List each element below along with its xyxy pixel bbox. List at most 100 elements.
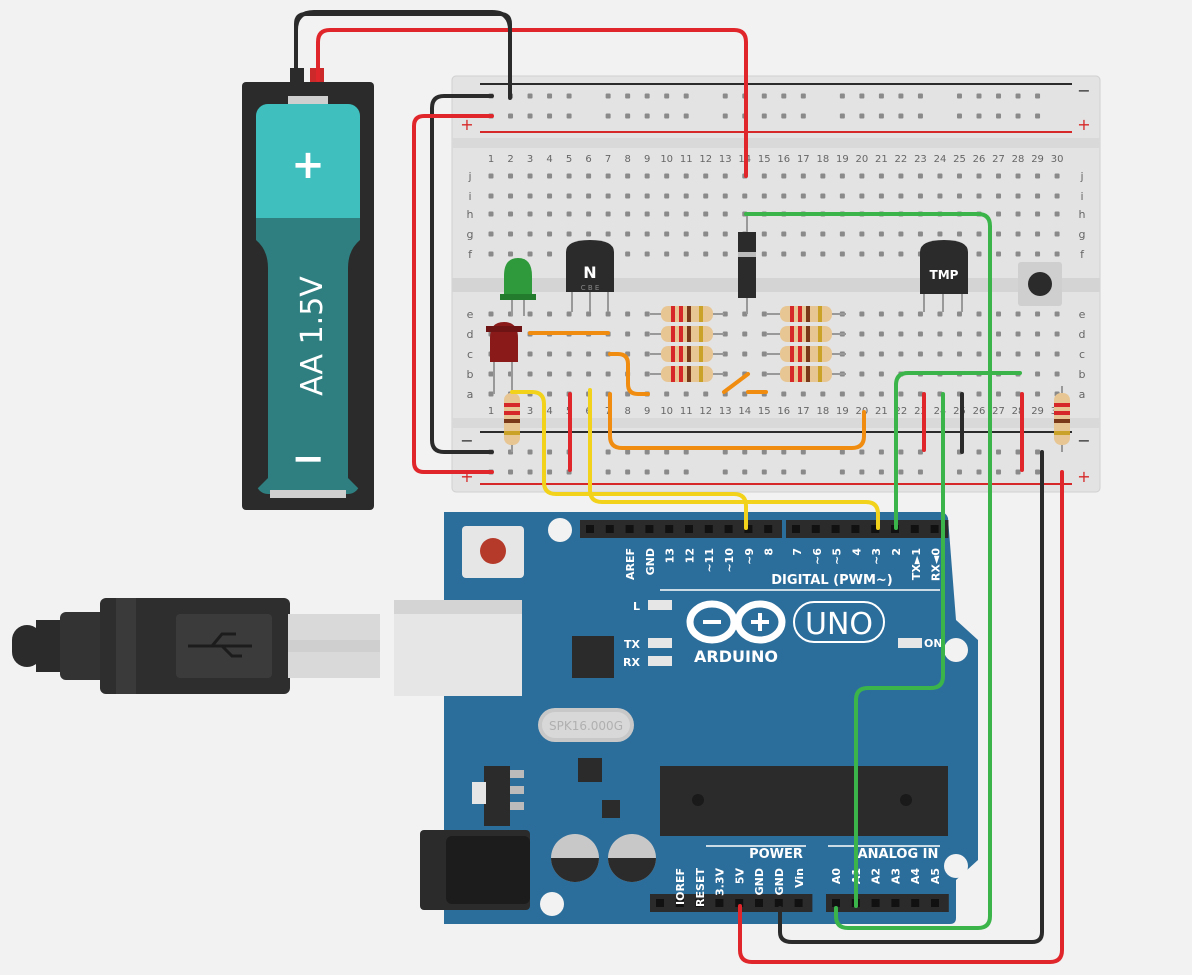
breadboard[interactable]: − + + − − + + 11223344556677889910101111…	[451, 75, 1101, 493]
terminal-hole[interactable]	[859, 311, 865, 317]
rail-hole[interactable]	[1035, 469, 1041, 475]
terminal-hole[interactable]	[1054, 351, 1060, 357]
terminal-hole[interactable]	[664, 211, 670, 217]
terminal-hole[interactable]	[859, 193, 865, 199]
rail-hole[interactable]	[839, 93, 845, 99]
terminal-hole[interactable]	[956, 351, 962, 357]
header-pin[interactable]	[851, 525, 860, 533]
rail-hole[interactable]	[683, 469, 689, 475]
rail-hole[interactable]	[722, 93, 728, 99]
terminal-hole[interactable]	[527, 351, 533, 357]
terminal-hole[interactable]	[976, 173, 982, 179]
rail-hole[interactable]	[956, 469, 962, 475]
rail-hole[interactable]	[547, 469, 553, 475]
terminal-hole[interactable]	[976, 311, 982, 317]
terminal-hole[interactable]	[586, 351, 592, 357]
terminal-hole[interactable]	[527, 371, 533, 377]
header-pin[interactable]	[910, 525, 919, 533]
terminal-hole[interactable]	[566, 231, 572, 237]
rail-hole[interactable]	[996, 113, 1002, 119]
resistor[interactable]	[766, 326, 846, 342]
terminal-hole[interactable]	[1054, 211, 1060, 217]
pushbutton[interactable]	[1018, 262, 1062, 306]
header-pin[interactable]	[774, 899, 783, 907]
terminal-hole[interactable]	[566, 173, 572, 179]
terminal-hole[interactable]	[859, 371, 865, 377]
terminal-hole[interactable]	[527, 231, 533, 237]
rail-hole[interactable]	[1015, 93, 1021, 99]
header-pin[interactable]	[764, 525, 773, 533]
terminal-hole[interactable]	[859, 173, 865, 179]
resistor[interactable]	[766, 346, 846, 362]
rail-hole[interactable]	[976, 469, 982, 475]
rail-hole[interactable]	[761, 449, 767, 455]
arduino-board[interactable]: SPK16.000G ARDUINO UNO	[394, 512, 978, 924]
terminal-hole[interactable]	[683, 173, 689, 179]
terminal-hole[interactable]	[527, 311, 533, 317]
resistors[interactable]	[504, 306, 1070, 452]
red-led[interactable]	[486, 322, 522, 394]
terminal-hole[interactable]	[742, 391, 748, 397]
terminal-hole[interactable]	[878, 351, 884, 357]
terminal-hole[interactable]	[761, 311, 767, 317]
terminal-hole[interactable]	[664, 391, 670, 397]
terminal-hole[interactable]	[996, 311, 1002, 317]
terminal-hole[interactable]	[566, 351, 572, 357]
rail-hole[interactable]	[605, 449, 611, 455]
terminal-hole[interactable]	[1015, 211, 1021, 217]
terminal-hole[interactable]	[703, 173, 709, 179]
rail-hole[interactable]	[1015, 469, 1021, 475]
arduino-headers[interactable]	[580, 520, 949, 912]
rail-hole[interactable]	[547, 449, 553, 455]
terminal-hole[interactable]	[996, 351, 1002, 357]
terminal-hole[interactable]	[859, 391, 865, 397]
header-pin[interactable]	[811, 525, 820, 533]
terminal-hole[interactable]	[1054, 251, 1060, 257]
terminal-hole[interactable]	[625, 211, 631, 217]
terminal-hole[interactable]	[976, 193, 982, 199]
rail-hole[interactable]	[683, 113, 689, 119]
terminal-hole[interactable]	[683, 391, 689, 397]
terminal-hole[interactable]	[722, 211, 728, 217]
diode[interactable]	[738, 214, 756, 314]
terminal-hole[interactable]	[781, 231, 787, 237]
terminal-hole[interactable]	[508, 231, 514, 237]
terminal-hole[interactable]	[859, 231, 865, 237]
terminal-hole[interactable]	[722, 251, 728, 257]
terminal-hole[interactable]	[820, 231, 826, 237]
terminal-hole[interactable]	[664, 231, 670, 237]
header-pin[interactable]	[656, 899, 664, 907]
terminal-hole[interactable]	[1035, 193, 1041, 199]
terminal-hole[interactable]	[683, 211, 689, 217]
header-pin[interactable]	[695, 899, 704, 907]
terminal-hole[interactable]	[917, 331, 923, 337]
terminal-hole[interactable]	[644, 371, 650, 377]
header-pin[interactable]	[735, 899, 744, 907]
terminal-hole[interactable]	[956, 311, 962, 317]
header-pin[interactable]	[586, 525, 594, 533]
header-pin[interactable]	[931, 899, 939, 907]
terminal-hole[interactable]	[488, 391, 494, 397]
terminal-hole[interactable]	[761, 331, 767, 337]
terminal-hole[interactable]	[820, 391, 826, 397]
terminal-hole[interactable]	[1015, 391, 1021, 397]
rail-hole[interactable]	[1035, 449, 1041, 455]
rail-hole[interactable]	[1035, 93, 1041, 99]
rail-hole[interactable]	[644, 113, 650, 119]
terminal-hole[interactable]	[996, 173, 1002, 179]
resistor[interactable]	[1054, 386, 1070, 452]
rail-hole[interactable]	[800, 449, 806, 455]
terminal-hole[interactable]	[742, 351, 748, 357]
terminal-hole[interactable]	[644, 231, 650, 237]
rail-hole[interactable]	[547, 93, 553, 99]
terminal-hole[interactable]	[488, 311, 494, 317]
terminal-hole[interactable]	[722, 351, 728, 357]
terminal-hole[interactable]	[878, 391, 884, 397]
rail-hole[interactable]	[898, 449, 904, 455]
terminal-hole[interactable]	[996, 211, 1002, 217]
terminal-hole[interactable]	[839, 231, 845, 237]
rail-hole[interactable]	[898, 469, 904, 475]
rail-hole[interactable]	[800, 113, 806, 119]
terminal-hole[interactable]	[1035, 251, 1041, 257]
rail-hole[interactable]	[683, 449, 689, 455]
